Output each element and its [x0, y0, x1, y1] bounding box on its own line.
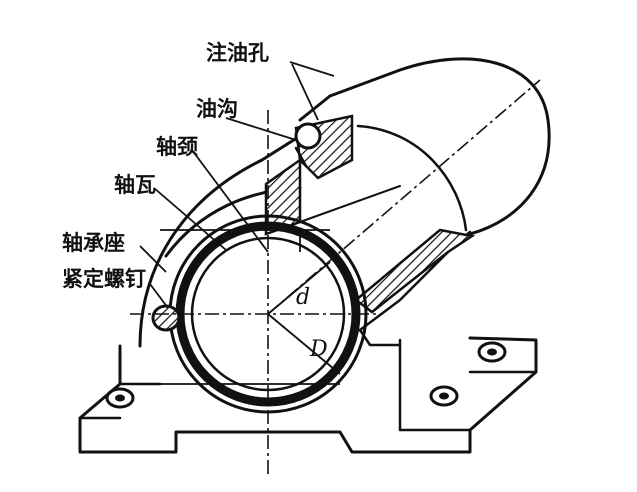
set-screw-icon — [151, 304, 181, 332]
bolt-hole-icon — [477, 341, 507, 363]
leader-lines — [139, 61, 335, 309]
dimension-D-label: D — [309, 337, 328, 362]
label-bearing-seat: 轴承座 — [62, 231, 125, 255]
label-set-screw: 紧定螺钉 — [62, 267, 146, 291]
label-oil-hole: 注油孔 — [206, 41, 269, 65]
bolt-hole-icon — [105, 387, 135, 409]
label-journal: 轴颈 — [156, 135, 198, 159]
set-screw — [151, 304, 181, 332]
label-oil-groove: 油沟 — [196, 97, 238, 121]
housing-section-hatch — [353, 228, 476, 314]
bolt-hole-center-icon — [115, 394, 125, 402]
dimension-lines — [160, 229, 341, 385]
bearing-base — [78, 336, 538, 454]
dimension-d-label: d — [296, 285, 310, 310]
label-bearing-shell: 轴瓦 — [114, 173, 156, 197]
journal-cylinder — [298, 57, 551, 236]
oil-hole-icon — [294, 122, 322, 150]
bolt-hole-icon — [429, 385, 459, 407]
